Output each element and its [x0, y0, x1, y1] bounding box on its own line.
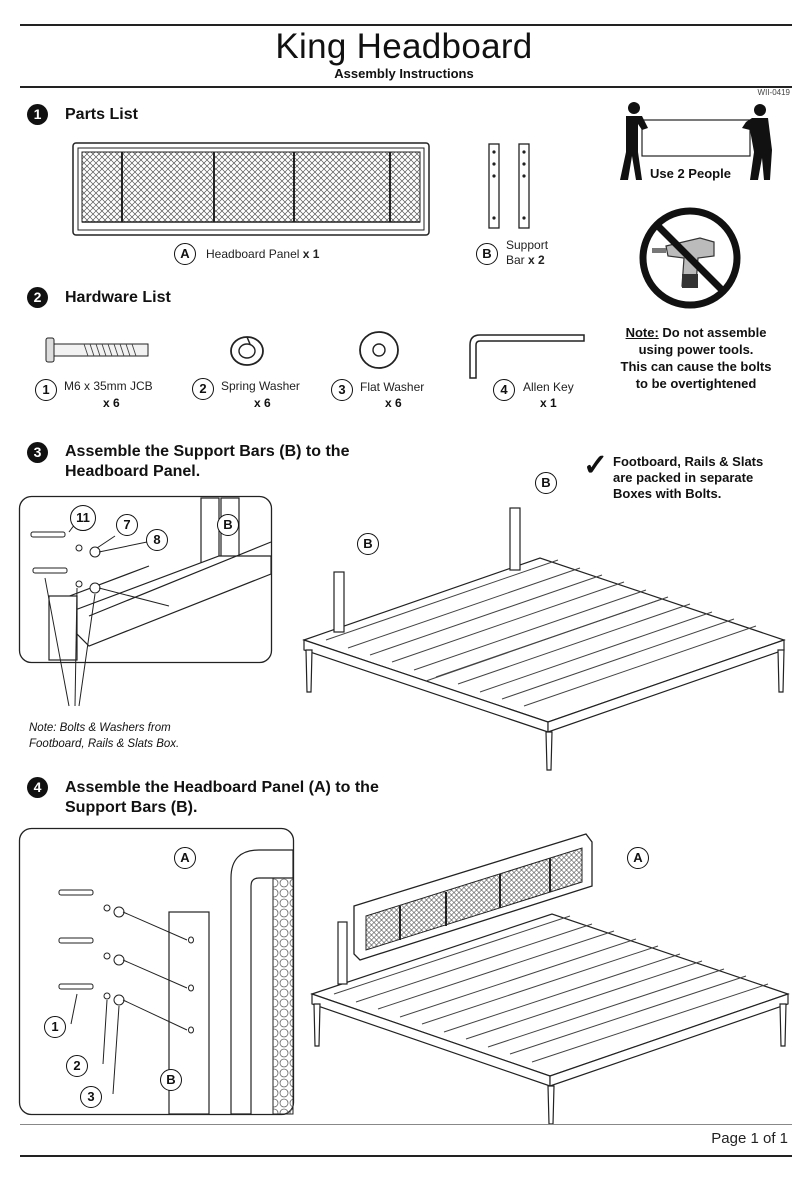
- callout-b-left: B: [357, 533, 379, 555]
- part-a-label: Headboard Panel x 1: [206, 247, 320, 261]
- power-tool-warning: Note: Do not assemble using power tools.…: [620, 325, 772, 391]
- callout-8: 8: [146, 529, 168, 551]
- use-two-people-label: Use 2 People: [650, 166, 731, 181]
- callout-2-detail: 2: [66, 1055, 88, 1077]
- page-title: King Headboard: [275, 27, 533, 66]
- callout-3-detail: 3: [80, 1086, 102, 1108]
- step-number-2: 2: [27, 287, 48, 308]
- hardware-1-marker: 1: [35, 379, 57, 401]
- headboard-panel-illustration: [72, 142, 430, 236]
- step3-bed-frame-illustration: [302, 507, 786, 771]
- step1-heading: Parts List: [65, 106, 138, 123]
- step2-heading: Hardware List: [65, 289, 171, 306]
- hardware-4-qty: x 1: [540, 396, 557, 410]
- hardware-1-label: M6 x 35mm JCB: [64, 379, 153, 393]
- bolt-icon: [45, 337, 149, 363]
- document-id: WII-0419: [757, 88, 790, 97]
- callout-11: 11: [70, 505, 96, 531]
- step-number-1: 1: [27, 104, 48, 125]
- callout-b-detail: B: [217, 514, 239, 536]
- callout-b-detail-4: B: [160, 1069, 182, 1091]
- callout-1-detail: 1: [44, 1016, 66, 1038]
- flat-washer-icon: [359, 331, 399, 369]
- two-people-icon: [620, 102, 772, 180]
- callout-a-detail: A: [174, 847, 196, 869]
- page-subtitle: Assembly Instructions: [334, 66, 474, 81]
- no-power-tools-icon: [639, 207, 741, 309]
- part-b-marker: B: [476, 243, 498, 265]
- hardware-4-marker: 4: [493, 379, 515, 401]
- hardware-3-label: Flat Washer: [360, 380, 425, 394]
- hardware-4-label: Allen Key: [523, 380, 574, 394]
- callout-b-right: B: [535, 472, 557, 494]
- hardware-3-marker: 3: [331, 379, 353, 401]
- hardware-2-qty: x 6: [254, 396, 271, 410]
- footer-rule-top: [20, 1124, 792, 1125]
- checkmark-icon: ✓: [583, 449, 609, 482]
- hardware-2-label: Spring Washer: [221, 379, 300, 393]
- spring-washer-icon: [230, 336, 264, 366]
- hardware-3-qty: x 6: [385, 396, 402, 410]
- callout-a-bed: A: [627, 847, 649, 869]
- page-number: Page 1 of 1: [711, 1130, 788, 1147]
- step-number-4: 4: [27, 777, 48, 798]
- callout-7: 7: [116, 514, 138, 536]
- hardware-2-marker: 2: [192, 378, 214, 400]
- step4-bed-with-headboard-illustration: [310, 833, 790, 1125]
- top-rule: [20, 24, 792, 26]
- step-number-3: 3: [27, 442, 48, 463]
- header-rule: [20, 86, 792, 88]
- part-a-marker: A: [174, 243, 196, 265]
- allen-key-icon: [469, 334, 585, 379]
- footer-rule-bottom: [20, 1155, 792, 1157]
- hardware-1-qty: x 6: [103, 396, 120, 410]
- step4-detail-illustration: [18, 827, 295, 1116]
- support-bar-illustration: [488, 143, 530, 229]
- step3-detail-illustration: [18, 495, 273, 707]
